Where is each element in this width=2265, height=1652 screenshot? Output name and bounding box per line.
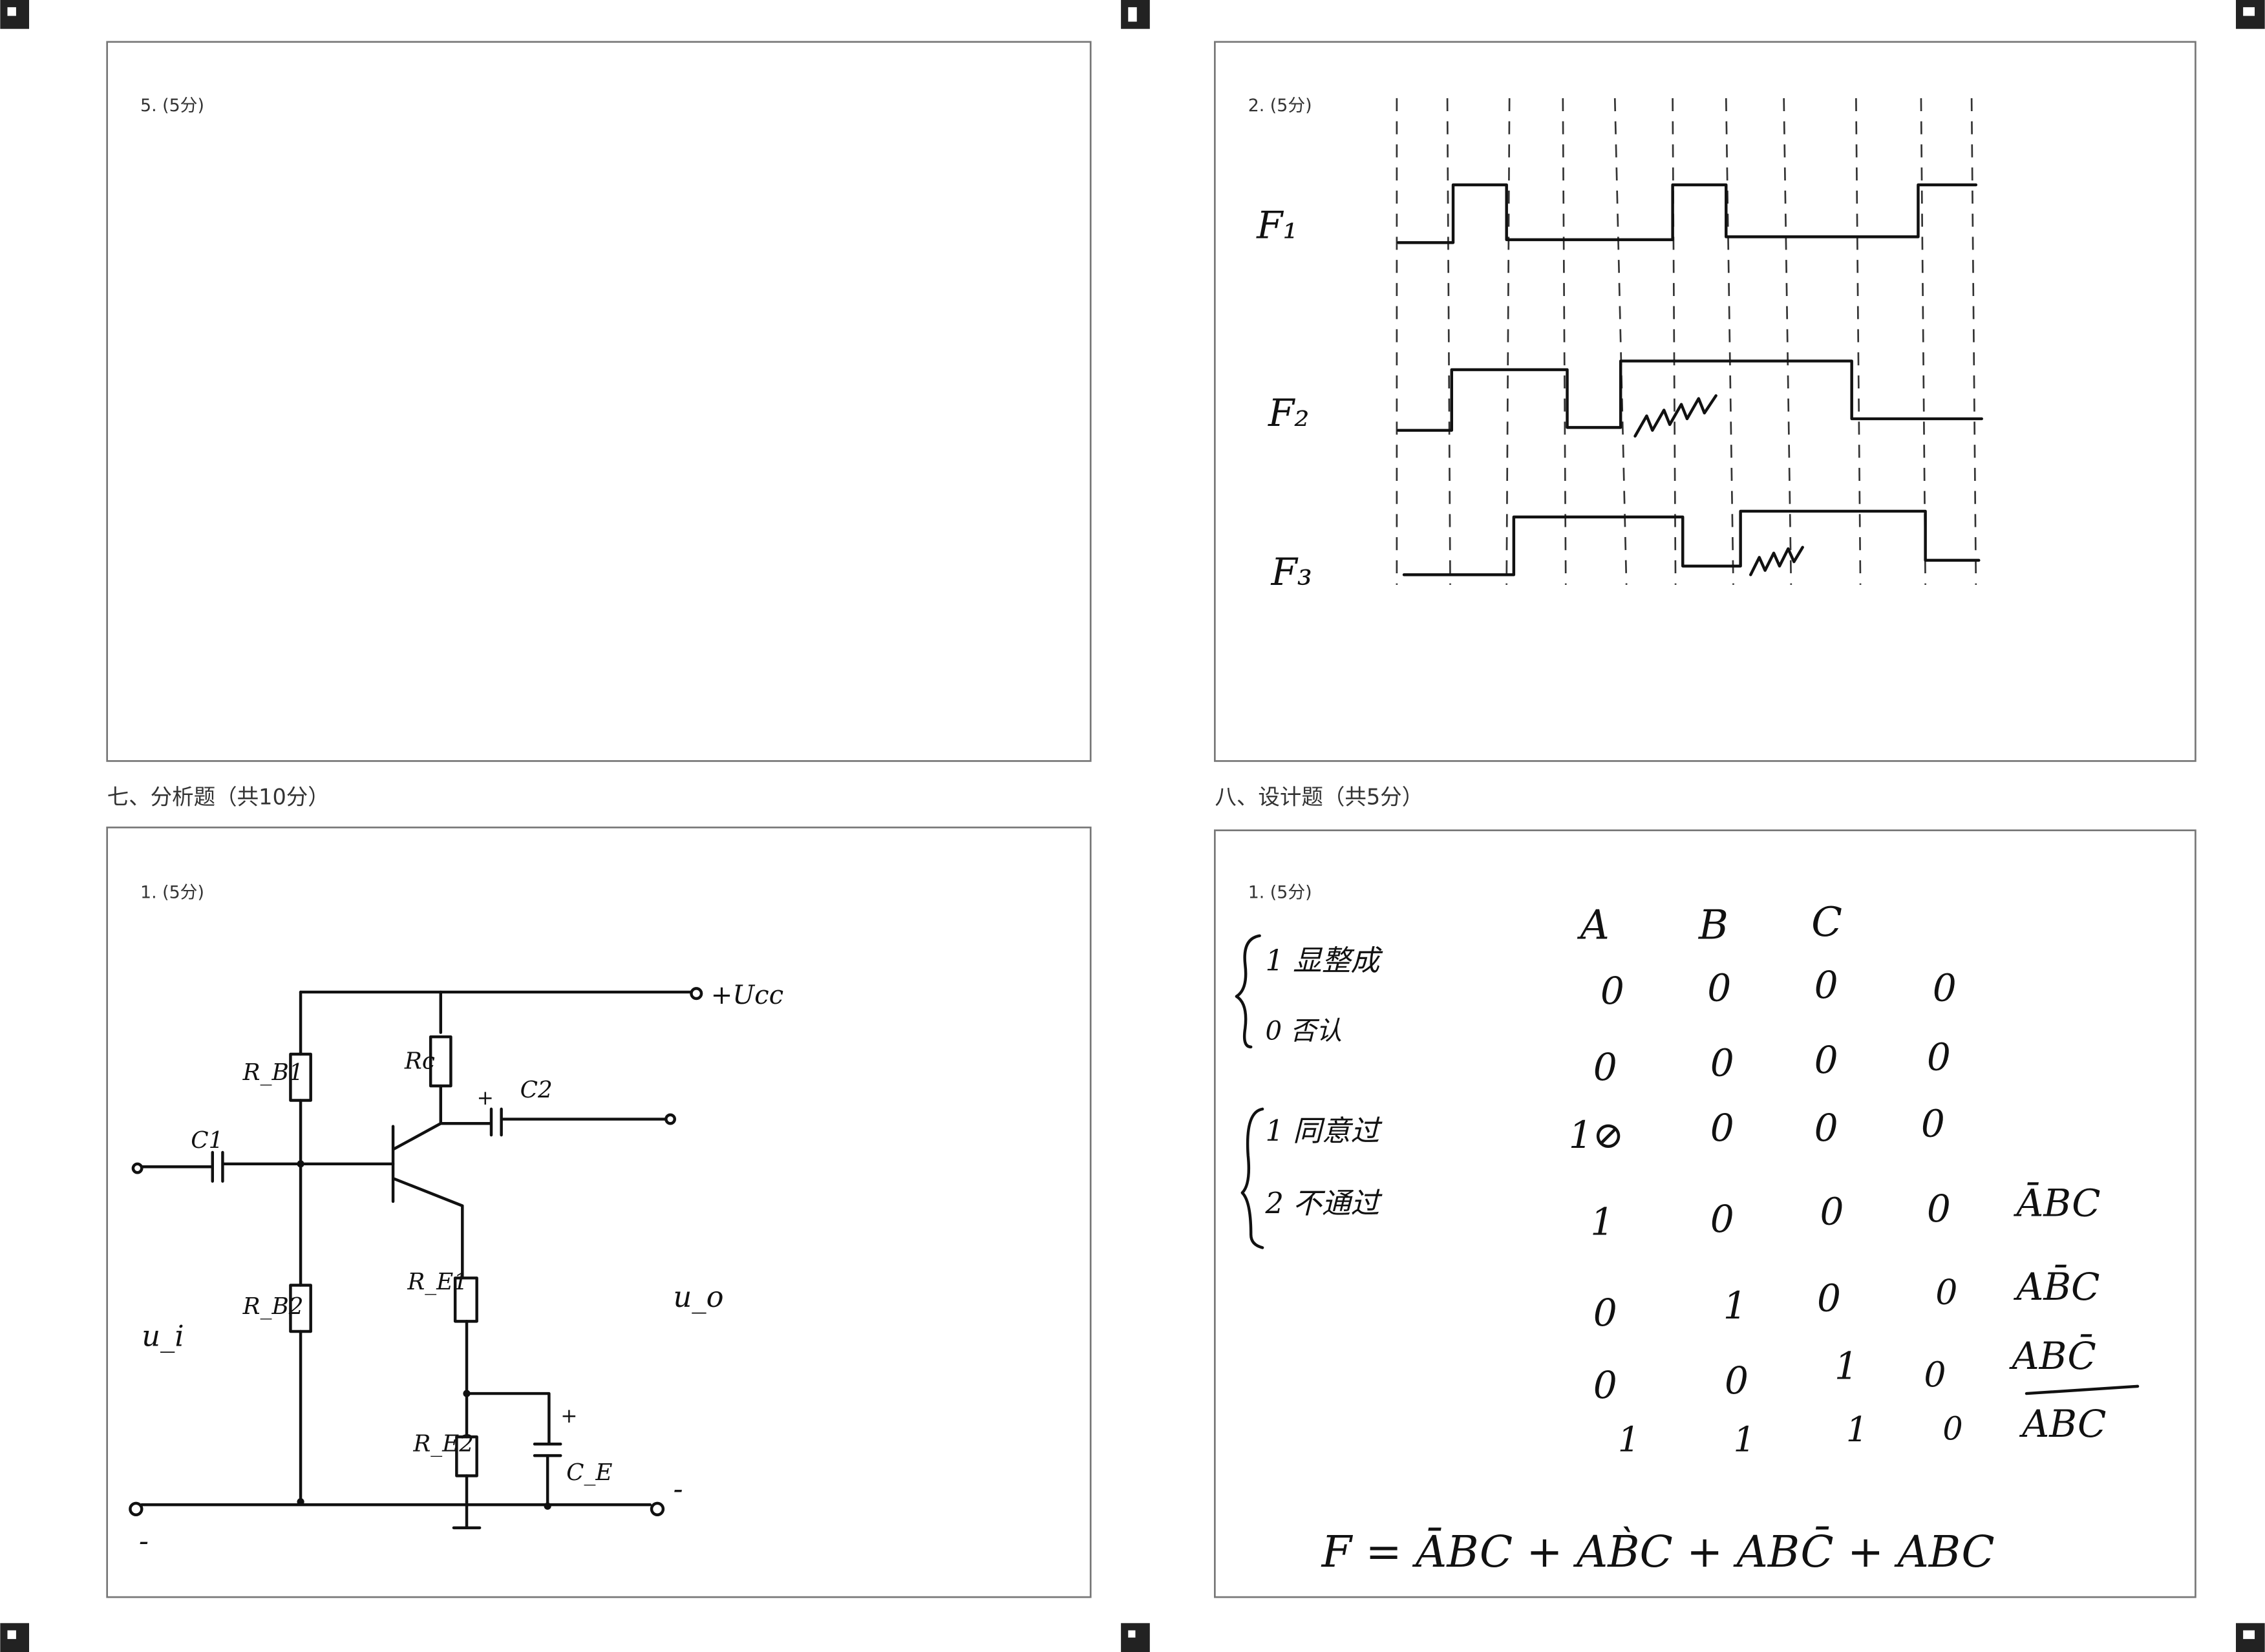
c2-plus: + — [477, 1086, 494, 1110]
minterm: ABC̄ — [2009, 1334, 2096, 1379]
ce-label: C_E — [566, 1459, 612, 1486]
uo-label: u_o — [674, 1280, 724, 1314]
question-label: 1. (5分) — [140, 883, 204, 903]
rc-label: Rc — [404, 1048, 435, 1074]
answer-box-bottom-left — [106, 826, 1092, 1598]
table-cell: 0 — [1933, 966, 1957, 1010]
section-title-analysis: 七、分析题（共10分） — [107, 784, 330, 809]
resistor-re2 — [455, 1435, 478, 1477]
truth-table-row: 0 1 0 0 AB̄C — [1593, 1264, 2100, 1335]
table-cell: 0 — [1927, 1035, 1951, 1079]
table-cell: 0 — [1710, 1106, 1734, 1150]
resistor-rc — [429, 1035, 452, 1088]
waveform-label-f2: F₂ — [1268, 391, 1310, 435]
table-cell: 0 — [1927, 1187, 1951, 1231]
table-cell: 0 — [1593, 1291, 1617, 1335]
waveform-f1 — [1396, 183, 1978, 244]
timing-diagram: F₁ F₂ F₃ — [1256, 98, 1983, 594]
note-item: 0 否认 — [1266, 1017, 1343, 1046]
answer-box-top-right — [1214, 41, 2196, 762]
answer-box-top-left — [106, 41, 1092, 762]
table-cell: 0 — [1725, 1359, 1749, 1403]
table-cell: 0 — [1710, 1041, 1734, 1085]
rb1-label: R_B1 — [242, 1059, 304, 1086]
resistor-rb1 — [289, 1052, 312, 1102]
truth-table-row: 1 1 1 0 ABC — [1618, 1384, 2140, 1459]
table-cell: 1 — [1846, 1409, 1868, 1450]
table-header: A — [1577, 901, 1610, 948]
ucc-label: +Ucc — [711, 980, 784, 1010]
table-cell: 1 — [1834, 1344, 1858, 1388]
truth-table-row: 1⊘ 0 0 0 — [1569, 1101, 1945, 1157]
truth-table-row: 0 0 1 0 ABC̄ — [1593, 1334, 2096, 1407]
section-title-design: 八、设计题（共5分） — [1215, 784, 1423, 809]
rb2-label: R_B2 — [242, 1293, 304, 1320]
c1-label: C1 — [191, 1127, 223, 1154]
minus-left: - — [139, 1525, 149, 1558]
table-cell: 1 — [1733, 1419, 1755, 1459]
re1-label: R_E1 — [407, 1269, 468, 1295]
table-cell: 1 — [1618, 1419, 1640, 1459]
waveform-label-f3: F₃ — [1270, 550, 1312, 594]
table-header: C — [1811, 898, 1842, 946]
truth-table-row: 0 0 0 0 — [1600, 963, 1957, 1013]
table-cell: 0 — [1600, 969, 1624, 1013]
ce-plus: + — [560, 1404, 577, 1428]
waveform-f3-hatch — [1749, 545, 1804, 577]
question-label: 5. (5分) — [140, 96, 204, 116]
waveform-f2-hatch — [1633, 394, 1717, 438]
note-item: 1 显整成 — [1266, 944, 1383, 977]
minus-right: - — [674, 1472, 683, 1506]
resistor-rb2 — [289, 1284, 312, 1333]
table-cell: 0 — [1817, 1276, 1841, 1320]
waveform-f3 — [1402, 509, 1981, 577]
table-cell: 0 — [1814, 1106, 1838, 1150]
truth-table-row: 0 0 0 0 — [1593, 1035, 1951, 1090]
table-cell: 0 — [1921, 1101, 1945, 1145]
table-cell: 0 — [1814, 1038, 1838, 1082]
table-cell: 1 — [1590, 1200, 1614, 1244]
table-cell: 0 — [1814, 963, 1838, 1007]
design-answer: 1 显整成 0 否认 1 同意过 2 不通过 A B C 0 0 0 0 0 0… — [1235, 898, 2140, 1577]
note-item: 1 同意过 — [1266, 1114, 1383, 1148]
waveform-f2 — [1396, 359, 1983, 432]
table-cell: 1⊘ — [1569, 1113, 1624, 1157]
table-cell: 0 — [1820, 1190, 1844, 1234]
table-cell: 0 — [1942, 1410, 1962, 1448]
table-cell: 0 — [1710, 1197, 1734, 1241]
question-label: 2. (5分) — [1248, 96, 1312, 116]
minterm: AB̄C — [2013, 1264, 2100, 1309]
note-item: 2 不通过 — [1265, 1187, 1383, 1220]
minterm: ABC — [2019, 1402, 2106, 1446]
table-cell: 0 — [1924, 1354, 1946, 1395]
table-cell: 0 — [1707, 966, 1731, 1010]
waveform-label-f1: F₁ — [1256, 204, 1298, 248]
table-cell: 0 — [1935, 1272, 1957, 1313]
c2-label: C2 — [520, 1077, 553, 1103]
table-cell: 0 — [1593, 1045, 1617, 1089]
answer-box-bottom-right — [1214, 829, 2196, 1598]
truth-table-row: 1 0 0 0 ĀBC — [1590, 1181, 2100, 1244]
table-cell: 0 — [1593, 1363, 1617, 1407]
table-cell: 1 — [1723, 1284, 1747, 1328]
table-header: B — [1698, 901, 1728, 948]
question-label: 1. (5分) — [1248, 883, 1312, 903]
dashed-gridlines — [1396, 98, 1977, 585]
amplifier-circuit: +Ucc R_B1 R_B2 C1 Rc + C2 R_E1 R_E2 + C_… — [129, 980, 784, 1558]
minterm: ĀBC — [2013, 1181, 2100, 1225]
re2-label: R_E2 — [412, 1430, 474, 1457]
ui-label: u_i — [142, 1319, 184, 1353]
boolean-formula: F = ĀBC + AB̀C + ABC̄ + ABC — [1321, 1526, 1995, 1577]
